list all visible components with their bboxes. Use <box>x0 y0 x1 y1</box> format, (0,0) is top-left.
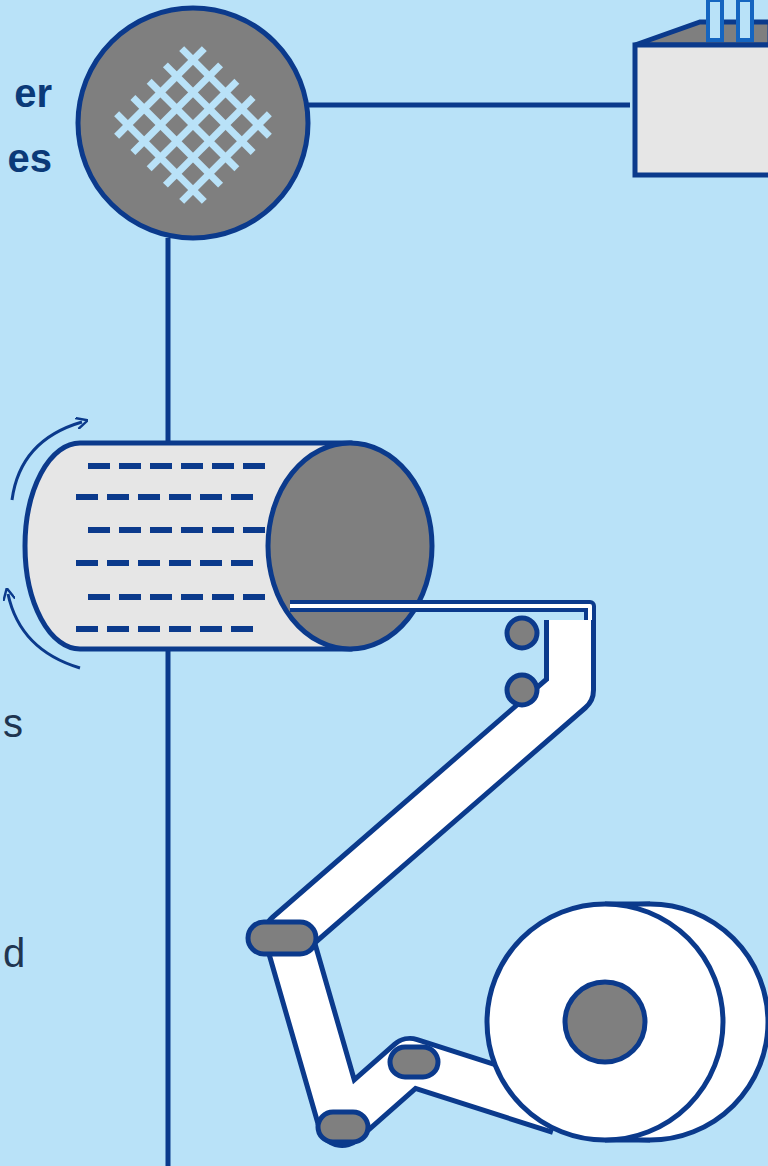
perforation <box>150 594 172 600</box>
perforation <box>181 527 203 533</box>
perforation <box>88 463 110 469</box>
perforation <box>212 527 234 533</box>
perforation <box>119 527 141 533</box>
perforation <box>138 560 160 566</box>
perforation <box>76 560 98 566</box>
perforation <box>169 560 191 566</box>
paper-roll <box>487 904 768 1140</box>
filter-screen <box>78 8 308 238</box>
perforation <box>119 463 141 469</box>
perforation <box>200 494 222 500</box>
flow-line <box>166 238 171 1166</box>
mesh-line <box>117 114 205 202</box>
perforation <box>107 560 129 566</box>
perforation <box>243 463 265 469</box>
perforation <box>138 494 160 500</box>
perforation <box>243 527 265 533</box>
perforation <box>88 594 110 600</box>
partial-label: es <box>8 138 53 178</box>
perforation <box>231 494 253 500</box>
perforation <box>212 594 234 600</box>
perforation <box>150 463 172 469</box>
perforation <box>200 626 222 632</box>
perforation <box>107 626 129 632</box>
perforation <box>150 527 172 533</box>
perforation <box>76 494 98 500</box>
partial-label: s <box>3 703 23 743</box>
flow-line <box>305 103 630 108</box>
perforation <box>119 594 141 600</box>
perforation <box>243 594 265 600</box>
tank <box>635 0 768 175</box>
perforation <box>181 463 203 469</box>
perforation <box>231 560 253 566</box>
perforation <box>107 494 129 500</box>
perforation <box>169 494 191 500</box>
perforation <box>76 626 98 632</box>
partial-label: d <box>3 933 25 973</box>
partial-label: er <box>14 73 52 113</box>
perforation <box>231 626 253 632</box>
perforation <box>200 560 222 566</box>
perforation <box>138 626 160 632</box>
perforation <box>181 594 203 600</box>
perforation <box>88 527 110 533</box>
perforation <box>169 626 191 632</box>
drum <box>25 443 432 649</box>
perforation <box>212 463 234 469</box>
